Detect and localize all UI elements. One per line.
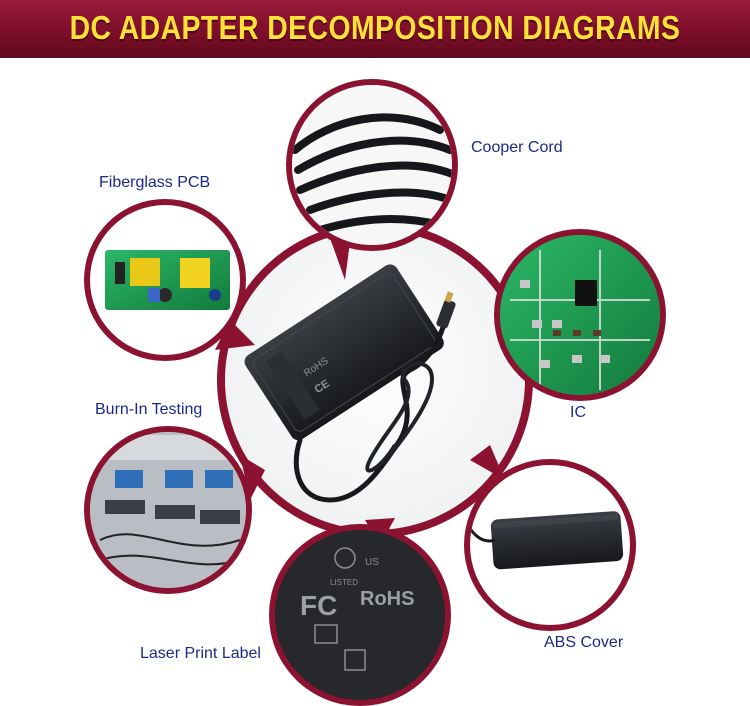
page-title: DC ADAPTER DECOMPOSITION DIAGRAMS (69, 9, 681, 46)
fiberglass-pcb-circle (84, 199, 246, 361)
label-listed-mark: LISTED (330, 578, 358, 587)
adapter-image: RoHS CE (244, 264, 456, 503)
label-laser-print-label: Laser Print Label (140, 645, 261, 662)
burn-in-testing-circle (84, 426, 252, 594)
ic-circle (494, 229, 666, 401)
label-cooper-cord: Cooper Cord (471, 139, 563, 156)
center-circle: RoHS CE (217, 222, 533, 538)
label-rohs-mark: RoHS (360, 588, 414, 610)
cooper-cord-circle (286, 79, 458, 251)
label-fc-mark: FC (300, 590, 337, 621)
header-banner: DC ADAPTER DECOMPOSITION DIAGRAMS (0, 0, 750, 58)
label-ic: IC (570, 404, 586, 421)
label-fiberglass-pcb: Fiberglass PCB (99, 174, 211, 191)
label-us-mark: US (365, 557, 379, 568)
laser-print-label-circle: LISTED US FC RoHS (269, 524, 451, 706)
label-abs-cover: ABS Cover (544, 634, 624, 651)
label-burn-in-testing: Burn-In Testing (95, 401, 203, 418)
abs-cover-circle (464, 459, 636, 631)
